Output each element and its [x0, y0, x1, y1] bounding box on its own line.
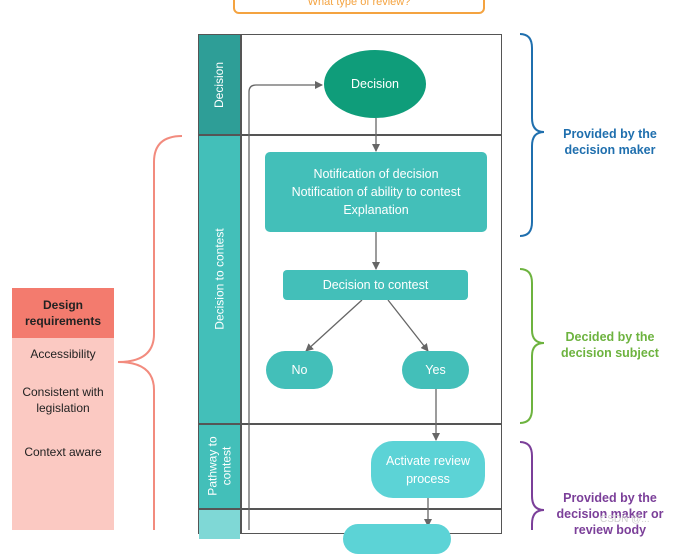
activate-review-line: Activate review: [385, 453, 471, 468]
decision-node: Decision: [324, 50, 426, 118]
decision-to-contest-node: Decision to contest: [283, 270, 468, 300]
next-node: [343, 524, 451, 554]
activate-review-line: process: [406, 471, 450, 486]
brace-decided-by-subject: [519, 268, 545, 424]
lane-decision-to-contest: Decision to contest: [199, 135, 240, 423]
lane-divider: [240, 34, 242, 534]
decision-to-contest-label: Decision to contest: [322, 278, 429, 292]
design-requirements-header: Design requirements: [12, 288, 114, 338]
requirement-item: Consistent with legislation: [22, 385, 104, 415]
requirement-item: Accessibility: [30, 347, 96, 361]
yes-label: Yes: [425, 363, 446, 377]
lane-divider: [198, 423, 502, 425]
lane-decision: Decision: [199, 35, 240, 134]
flow-connectors: [117, 33, 545, 530]
yes-node: Yes: [402, 351, 469, 389]
requirement-item: Context aware: [24, 445, 102, 459]
decided-by-subject-label: Decided by the decision subject: [561, 330, 659, 360]
lane-divider: [198, 508, 502, 510]
brace-provided-by-maker-or-review: [519, 441, 545, 530]
decision-node-label: Decision: [351, 77, 399, 91]
notification-line: Notification of ability to contest: [291, 185, 461, 199]
no-label: No: [291, 363, 308, 377]
brace-design-requirements: [117, 135, 183, 530]
review-type-box: What type of review?: [233, 0, 485, 14]
activate-review-node: Activate review process: [371, 441, 485, 498]
provided-by-maker-label: Provided by the decision maker: [563, 127, 657, 157]
brace-provided-by-maker: [519, 33, 545, 237]
arrow-contest-to-yes: [387, 299, 429, 352]
review-type-label: What type of review?: [307, 0, 411, 8]
notification-line: Notification of decision: [313, 167, 439, 181]
lane-pathway-to-contest: Pathway to contest: [199, 424, 240, 508]
notification-node: Notification of decision Notification of…: [265, 152, 487, 232]
watermark: CSDN @...: [600, 514, 650, 525]
no-node: No: [266, 351, 333, 389]
lane-divider: [198, 134, 502, 136]
arrow-contest-to-no: [305, 299, 363, 352]
notification-line: Explanation: [343, 203, 409, 217]
loop-back-arrow: [248, 81, 323, 530]
